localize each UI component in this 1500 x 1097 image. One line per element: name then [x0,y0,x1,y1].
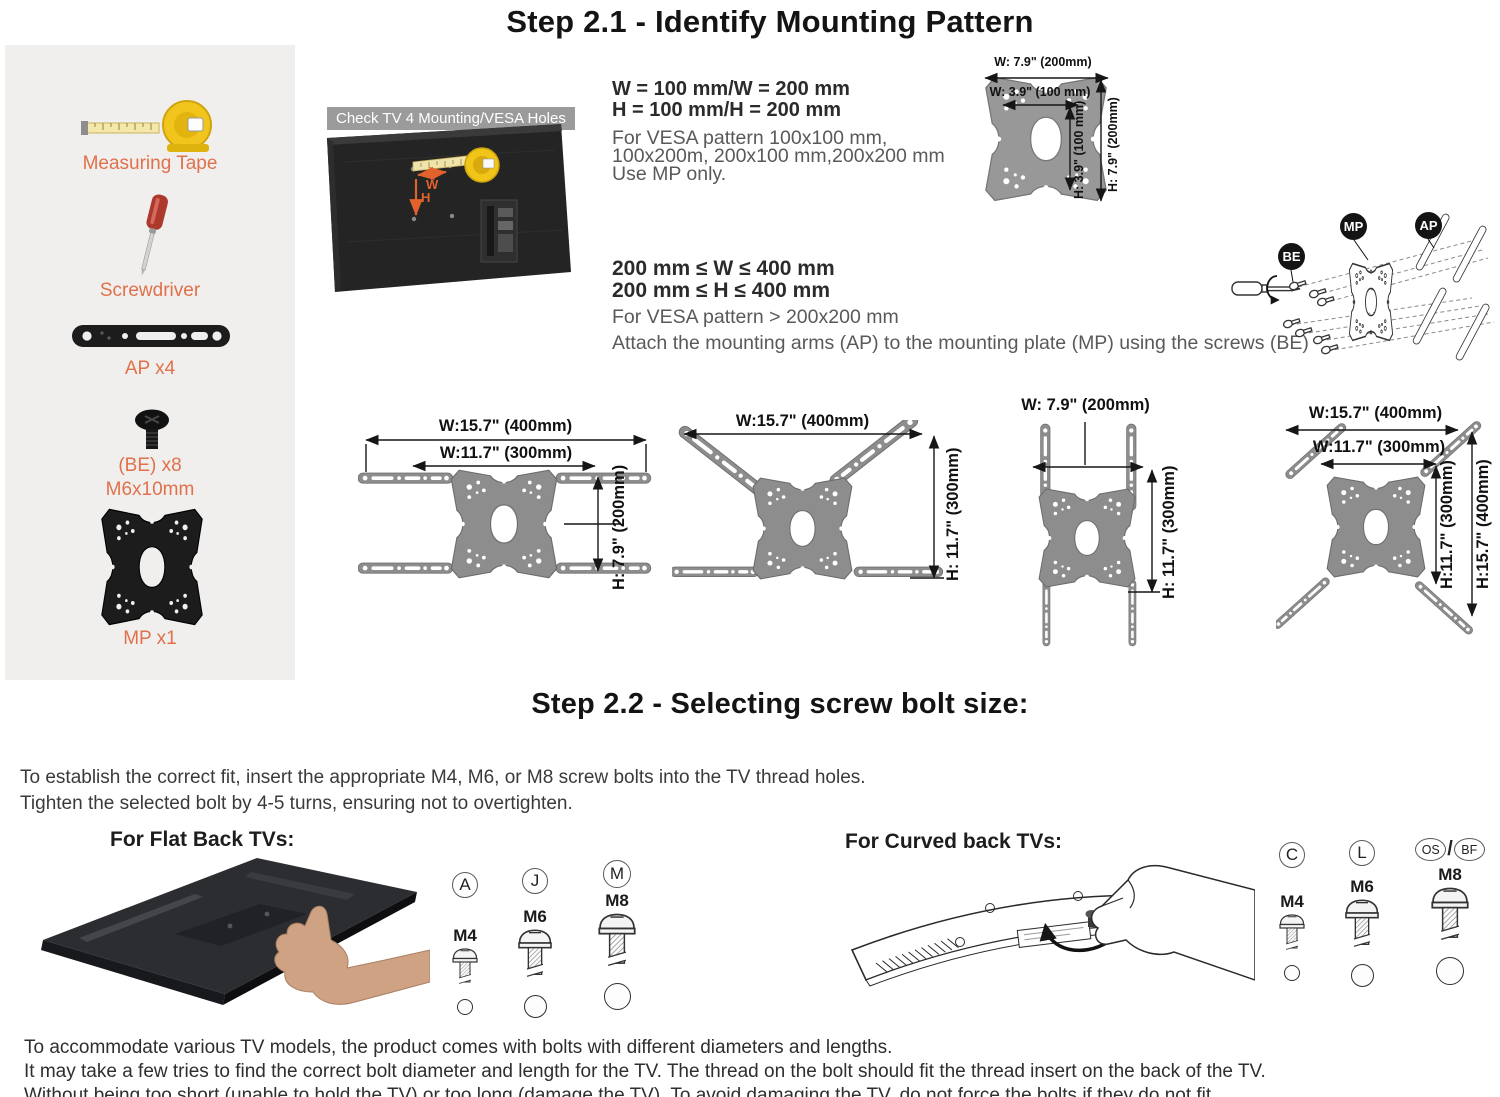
rule-h-small: H = 100 mm/H = 200 mm [612,99,842,121]
step22-intro-2: Tighten the selected bolt by 4-5 turns, … [20,793,573,814]
desc-small-2: 100x200m, 200x100 mm,200x200 mm [612,145,945,167]
step22-title: Step 2.2 - Selecting screw bolt size: [531,688,1029,720]
flat-bolt-m6: J M6 [495,868,575,1018]
flat-back-heading: For Flat Back TVs: [110,828,295,851]
rule-w-large: 200 mm ≤ W ≤ 400 mm [612,257,835,280]
curved-bolt-m4-size: M4 [1280,892,1304,911]
curved-bolt-m8-badge-os: OS [1415,838,1447,861]
config4-drawing [1271,419,1483,637]
curved-tv-diagram [850,864,1255,987]
curved-bolt-m6-icon [1345,899,1379,948]
desc-small-1: For VESA pattern 100x100 mm, [612,127,888,149]
footer-line-3: Without being too short (unable to hold … [24,1085,1217,1097]
part-label-measuring-tape: Measuring Tape [82,153,218,174]
curved-bolt-m4: C M4 [1252,842,1332,981]
curved-bolt-m6-badge: L [1349,840,1375,866]
parts-panel: Measuring Tape Screwdriver AP x4 [5,45,295,680]
tv-check-caption: Check TV 4 Mounting/VESA Holes [327,107,575,130]
mounting-arm-icon [72,325,230,347]
flat-bolt-m8-badge: M [603,860,631,888]
curved-bolt-m8-size: M8 [1438,865,1462,884]
exploded-label-be: BE [1278,243,1305,270]
flat-bolt-m4-badge: A [452,872,478,898]
curved-bolt-m8-badge-bf: BF [1453,838,1485,861]
curved-bolt-m6-size: M6 [1350,877,1374,896]
config4-dim-w-outer: W:15.7" (400mm) [1308,404,1443,422]
config3-dim-h: H: 11.7" (300mm) [1160,465,1178,600]
dim-w-inner-small: W: 3.9" (100 mm) [989,85,1091,99]
flat-bolt-m4-icon [452,948,478,985]
flat-bolt-m6-hole [523,995,547,1018]
part-label-be-size: M6x10mm [105,479,195,500]
screw-icon [135,409,169,449]
flat-tv-diagram [41,858,430,1005]
measuring-tape-icon [81,100,212,152]
exploded-label-ap: AP [1415,212,1442,239]
config4-dim-h-inner: H:11.7" (300mm) [1438,460,1456,590]
h-arrow-label: H [421,190,430,205]
dim-h-outer-small: H: 7.9" (200mm) [1106,97,1120,193]
curved-bolt-m4-icon [1279,914,1305,951]
config2-drawing [669,412,944,580]
mounting-plate-icon [101,508,203,626]
desc-large-1: For VESA pattern > 200x200 mm [612,306,899,328]
step21-title: Step 2.1 - Identify Mounting Pattern [506,4,1034,39]
config-400x200-diagram: W:15.7" (400mm) W:11.7" (300mm) H: 7.9" … [357,417,653,630]
config2-dim-w: W:15.7" (400mm) [735,412,870,430]
footer-line-1: To accommodate various TV models, the pr… [24,1037,893,1058]
exploded-assembly-diagram: BE MP AP [1230,190,1500,380]
screwdriver-icon [141,194,168,276]
small-plate-drawing [984,72,1109,202]
curved-bolt-m6-hole [1350,964,1374,987]
w-arrow-label: W [426,177,439,192]
config3-dim-w: W: 7.9" (200mm) [1021,396,1150,414]
config3-drawing [1032,422,1160,647]
config1-dim-w-outer: W:15.7" (400mm) [438,417,573,435]
flat-bolt-m8-icon [598,913,636,967]
flat-bolt-m8-hole [603,983,631,1010]
part-label-screwdriver: Screwdriver [99,280,201,301]
curved-bolt-m4-badge: C [1279,842,1305,868]
rule-w-small: W = 100 mm/W = 200 mm [612,78,850,100]
curved-bolt-m6: L M6 [1322,840,1402,987]
config4-dim-h-outer: H:15.7" (400mm) [1474,459,1492,590]
badge-slash: / [1447,838,1453,860]
curved-bolt-m4-hole [1284,965,1300,981]
footer-line-2: It may take a few tries to find the corr… [24,1061,1266,1082]
small-plate-diagram: W: 7.9" (200mm) W: 3.9" (100 mm) H: 3.9"… [958,55,1158,240]
part-label-ap: AP x4 [124,358,176,379]
dim-h-inner-small: H: 3.9" (100 mm) [1072,100,1086,199]
curved-bolt-m8-icon [1431,887,1469,941]
tv-back-diagram: W H [327,124,571,292]
config4-dim-w-inner: W:11.7" (300mm) [1312,438,1446,456]
curved-bolt-m8-badges: OS / BF [1415,838,1485,861]
config1-drawing [357,434,652,579]
flat-bolt-m4-size: M4 [453,926,477,945]
part-label-mp: MP x1 [123,628,177,649]
curved-bolt-m8: OS / BF M8 [1398,838,1500,985]
dim-w-outer-small: W: 7.9" (200mm) [994,55,1092,69]
flat-bolt-m4-hole [457,999,473,1015]
desc-large-2: Attach the mounting arms (AP) to the mou… [612,332,1309,354]
config1-dim-h: H: 7.9" (200mm) [610,464,628,591]
desc-small-3: Use MP only. [612,163,727,185]
exploded-drawing [1231,212,1495,362]
step22-intro-1: To establish the correct fit, insert the… [20,767,866,788]
exploded-label-mp: MP [1340,213,1367,240]
config-200x300-diagram: W: 7.9" (200mm) H: 11.7" (300mm) [988,392,1198,654]
curved-bolt-m8-hole [1436,957,1464,985]
flat-bolt-m6-size: M6 [523,907,547,926]
rule-h-large: 200 mm ≤ H ≤ 400 mm [612,279,830,302]
part-label-be: (BE) x8 [118,455,182,476]
flat-bolt-m4: A M4 [425,872,505,1015]
flat-bolt-m6-badge: J [522,868,548,894]
config-400x300-diagram: W:15.7" (400mm) H: 11.7" (300mm) [669,412,967,620]
flat-bolt-m6-icon [518,929,552,978]
config-400x400-diagram: W:15.7" (400mm) W:11.7" (300mm) H:11.7" … [1271,402,1500,652]
config2-dim-h: H: 11.7" (300mm) [944,447,962,582]
flat-bolt-m8-size: M8 [605,891,629,910]
config1-dim-w-inner: W:11.7" (300mm) [439,444,573,462]
flat-bolt-m8: M M8 [577,860,657,1010]
curved-back-heading: For Curved back TVs: [845,830,1063,853]
